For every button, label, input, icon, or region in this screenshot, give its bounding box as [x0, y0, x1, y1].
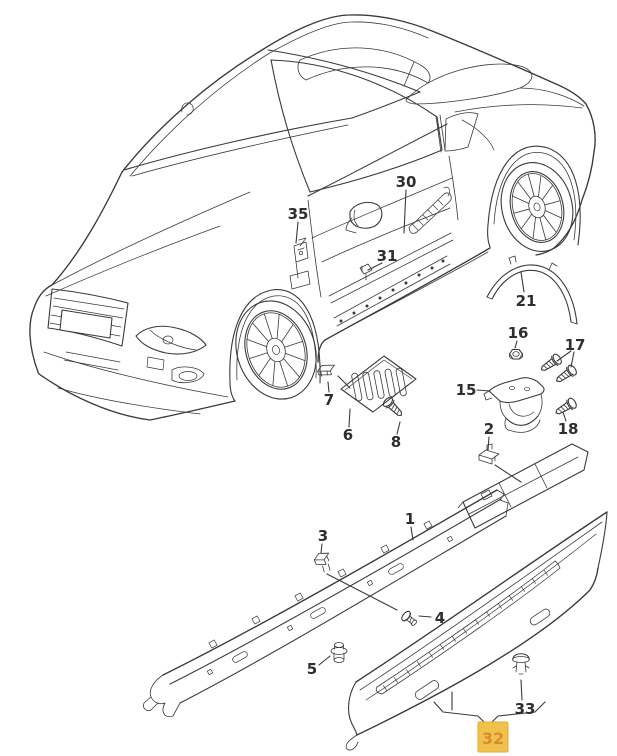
part-bracket-15	[483, 377, 545, 433]
callout-2: 2	[484, 420, 494, 438]
part-screw-18	[552, 396, 579, 419]
sill-trim-clip-tabs	[208, 520, 433, 649]
sill-trim-holes	[206, 535, 454, 676]
callout-31: 31	[377, 247, 398, 265]
part-arch-trim-21	[486, 255, 578, 325]
part-sill-panel-32	[345, 511, 608, 751]
part-screw-8	[381, 395, 406, 420]
leader-1	[410, 526, 414, 541]
callout-32[interactable]: 32	[482, 729, 504, 748]
exploded-parts	[143, 255, 608, 751]
callout-17: 17	[565, 336, 586, 354]
callout-15: 15	[456, 381, 477, 399]
leader-6	[348, 408, 351, 428]
callout-33: 33	[515, 700, 536, 718]
part-screws-17	[537, 352, 579, 387]
sill-rivet-dots	[339, 259, 445, 323]
callout-3: 3	[318, 527, 328, 545]
callout-7: 7	[324, 391, 334, 409]
part-clip-2	[478, 443, 500, 465]
part-clip-3	[313, 552, 331, 573]
leader-35	[295, 221, 299, 244]
rear-wheel-spokes	[512, 173, 562, 241]
leader-31	[367, 262, 383, 271]
leader-33	[520, 679, 523, 701]
callout-4: 4	[435, 609, 445, 627]
part-plate-6	[340, 355, 417, 413]
leader-17	[556, 350, 575, 368]
callout-5: 5	[307, 660, 317, 678]
callout-labels: 30 35 31 21 16 17 15 2 18 7 6 8 1 3 4 5 …	[288, 173, 586, 753]
callout-35: 35	[288, 205, 309, 223]
front-wheel	[235, 300, 317, 400]
car-sill-details	[289, 186, 489, 341]
sill-panel-tread-inlay	[375, 560, 561, 695]
headlight	[135, 325, 207, 355]
callout-1: 1	[405, 510, 415, 528]
diagram-art	[29, 14, 608, 751]
rear-wheel	[500, 162, 574, 252]
grille	[47, 288, 129, 347]
callout-16: 16	[508, 324, 529, 342]
leader-4	[418, 615, 432, 618]
callout-18: 18	[558, 420, 579, 438]
leader-8	[396, 421, 401, 435]
car-front-details	[43, 288, 229, 415]
door-bracket-35	[289, 237, 311, 290]
leader-21	[520, 271, 525, 293]
part-nut-16	[508, 348, 524, 360]
front-wheel-spokes	[246, 313, 306, 387]
part-grommet-5	[330, 642, 348, 663]
leader-2	[487, 436, 522, 483]
car-illustration	[29, 14, 596, 421]
door-moulding-strip	[408, 186, 452, 234]
callout-8: 8	[391, 433, 401, 451]
part-sill-trim-1	[143, 443, 589, 718]
car-body	[29, 14, 596, 421]
fog-light	[171, 366, 205, 384]
leader-7	[327, 375, 351, 393]
callout-21: 21	[516, 292, 537, 310]
callout-6: 6	[343, 426, 353, 444]
leader-5	[318, 655, 331, 666]
part-rivet-4	[401, 610, 417, 626]
highlighted-callout-32[interactable]: 32	[477, 721, 509, 753]
leader-30	[403, 189, 407, 234]
leader-3	[320, 543, 398, 611]
part-clip-7	[317, 364, 335, 377]
leader-16	[514, 340, 518, 349]
sill-clip-31	[359, 263, 373, 281]
callout-30: 30	[396, 173, 417, 191]
leader-18	[562, 411, 567, 422]
side-mirror	[345, 201, 383, 234]
sill-trim-rear-section	[457, 443, 589, 529]
highlight-box[interactable]	[477, 721, 509, 753]
part-clip-33	[512, 653, 530, 675]
leader-15	[476, 389, 491, 392]
